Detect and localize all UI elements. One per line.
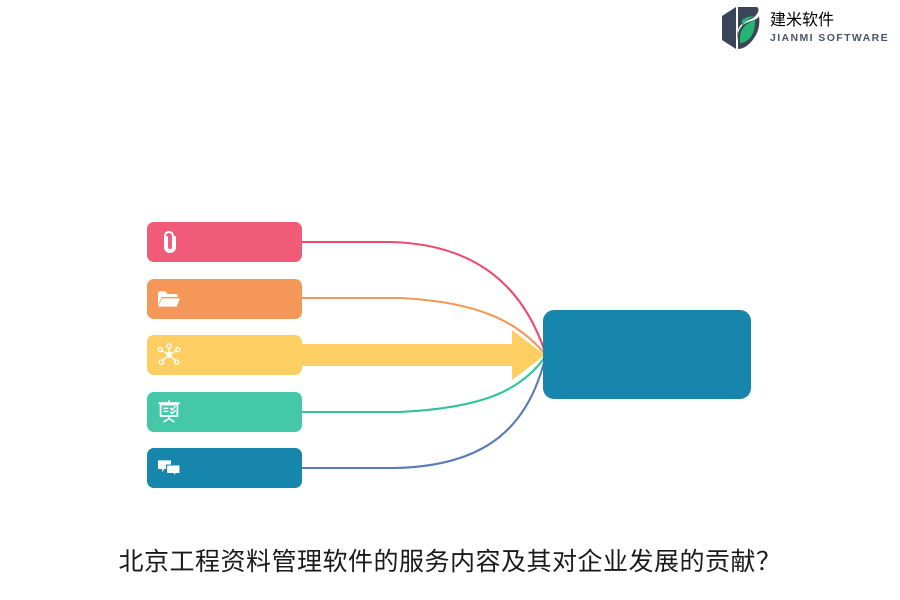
chat-bubbles-icon <box>158 460 181 479</box>
source-bar-reports[interactable] <box>147 392 302 432</box>
source-bar-network[interactable] <box>147 335 302 375</box>
connector-documents <box>300 296 546 355</box>
brand-name-en: JIANMI SOFTWARE <box>770 31 890 44</box>
presentation-checklist-icon <box>158 400 180 423</box>
source-bar-messaging[interactable] <box>147 448 302 488</box>
folder-open-icon <box>158 291 180 307</box>
source-bar-documents[interactable] <box>147 279 302 319</box>
page-title: 北京工程资料管理软件的服务内容及其对企业发展的贡献？ <box>118 547 782 576</box>
brand-logo: 建米软件 JIANMI SOFTWARE <box>716 0 896 56</box>
target-box[interactable] <box>543 310 751 399</box>
connector-messaging <box>300 358 547 470</box>
brand-name-cn: 建米软件 <box>770 11 835 29</box>
source-bar-attachments[interactable] <box>147 222 302 262</box>
connector-reports <box>300 356 546 414</box>
connector-network-arrow <box>290 330 545 380</box>
brand-text-block: 建米软件 JIANMI SOFTWARE <box>770 11 890 44</box>
network-nodes-icon <box>157 343 181 365</box>
jianmi-leaf-hexagon-logo-icon <box>722 7 760 49</box>
connector-attachments <box>300 240 546 353</box>
paperclip-icon <box>163 230 177 254</box>
